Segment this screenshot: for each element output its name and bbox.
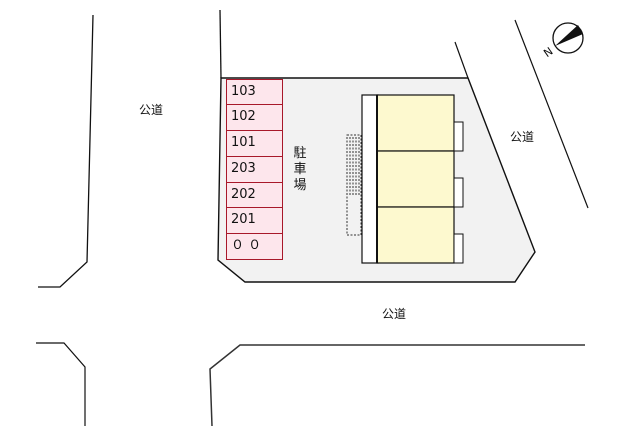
road-edge-east-outer — [514, 19, 589, 209]
road-edge-southwest — [36, 342, 86, 426]
parking-slot-203[interactable]: 203 — [226, 156, 283, 183]
parking-slot-201[interactable]: 201 — [226, 208, 283, 235]
road-edge-south — [209, 344, 585, 426]
building — [361, 94, 464, 264]
parking-spaces: 103 102 101 203 202 201 ０ ０ — [226, 79, 283, 261]
road-edge-east-inner — [454, 41, 469, 79]
parking-slot-202[interactable]: 202 — [226, 182, 283, 209]
parking-slot-101[interactable]: 101 — [226, 130, 283, 157]
road-label-east: 公道 — [510, 130, 535, 144]
parking-slot-103[interactable]: 103 — [226, 79, 283, 105]
compass-icon: N — [541, 22, 584, 60]
parking-label: 駐 車 場 — [293, 146, 307, 193]
svg-text:N: N — [541, 45, 555, 60]
road-label-south: 公道 — [382, 307, 407, 321]
parking-slot-00[interactable]: ０ ０ — [226, 234, 283, 261]
road-label-northwest: 公道 — [139, 103, 164, 117]
road-edge-northwest — [38, 14, 94, 288]
bicycle-parking-area — [346, 134, 362, 236]
parking-slot-102[interactable]: 102 — [226, 104, 283, 131]
lot-west-line — [219, 9, 222, 79]
